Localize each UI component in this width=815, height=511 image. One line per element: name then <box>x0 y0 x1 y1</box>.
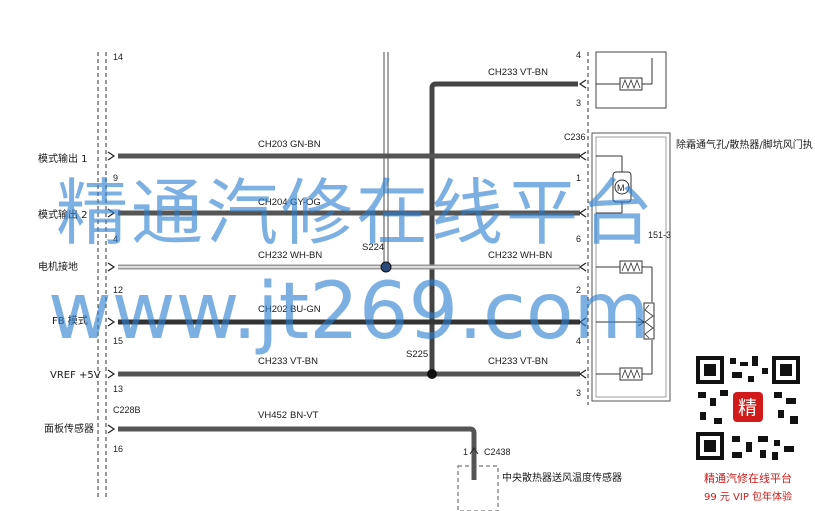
qr-caption-2: 99 元 VIP 包年体验 <box>703 492 793 503</box>
watermark-title: 精通汽修在线平台 <box>56 171 656 255</box>
right-wire-label-2: CH232 <box>488 250 518 261</box>
wire-label-vh452-color: BN-VT <box>290 410 319 421</box>
left-pin-4: 12 <box>113 285 123 295</box>
splice-s224 <box>380 261 392 273</box>
wire-label-ch204-color: GY-OG <box>290 197 321 208</box>
wire-label-ch202-color: BU-GN <box>290 304 321 315</box>
actuator-code: 151-3 <box>648 230 671 240</box>
label-fb-mode: FB 模式 <box>52 314 88 327</box>
right-pin-5: 2 <box>576 285 581 295</box>
label-vref: VREF +5V <box>50 370 101 381</box>
left-pin-3: 4 <box>113 234 118 244</box>
wire-label-ch233: CH233 <box>258 356 288 367</box>
top-margin <box>0 0 815 52</box>
right-pin-2: 3 <box>576 98 581 108</box>
wire-label-ch203: CH203 <box>258 139 288 150</box>
right-wire-label-1-color: VT-BN <box>520 67 548 78</box>
left-pin-7: 16 <box>113 444 123 454</box>
wire-label-ch202: CH202 <box>258 304 288 315</box>
right-pin-6: 4 <box>576 336 581 346</box>
actuator-outer-box <box>591 132 671 402</box>
qr-promo-card: 精 精通汽修在线平台 99 元 VIP 包年体验 <box>688 352 808 508</box>
potentiometer-wiper-icon <box>637 317 645 327</box>
upper-resistor-zigzag <box>621 78 641 90</box>
right-pin-7: 3 <box>576 388 581 398</box>
splice-s225 <box>427 369 437 379</box>
wire-label-ch232-color: WH-BN <box>290 250 322 261</box>
right-wire-label-3-color: VT-BN <box>520 356 548 367</box>
actuator-title: 除霜通气孔/散热器/脚坑风门执 <box>676 138 813 151</box>
sensor-connector-name: C2438 <box>484 447 511 457</box>
left-pin-6: 13 <box>113 384 123 394</box>
label-motor-ground: 电机接地 <box>38 260 78 273</box>
splice-label-s224: S224 <box>362 242 384 253</box>
right-arrows <box>578 79 587 379</box>
sensor-pin: 1 <box>463 447 468 457</box>
wire-label-ch204: CH204 <box>258 197 288 208</box>
left-connector-name: C228B <box>113 405 141 415</box>
label-mode-output-1: 模式输出 1 <box>38 152 88 165</box>
left-pin-1: 14 <box>113 52 123 62</box>
motor-icon <box>614 179 630 195</box>
qr-badge-text: 精 <box>738 397 757 419</box>
watermark-url: www.jt269.com <box>48 267 650 357</box>
right-pin-4: 6 <box>576 234 581 244</box>
sensor-arrow <box>469 447 479 455</box>
wire-vh452 <box>118 426 477 480</box>
splice-label-s225: S225 <box>406 349 428 360</box>
right-wire-label-2-color: WH-BN <box>520 250 552 261</box>
left-arrows <box>107 151 116 434</box>
motor-symbol: M <box>617 183 625 193</box>
right-wire-label-3: CH233 <box>488 356 518 367</box>
sensor-box <box>457 465 499 511</box>
right-wire-label-1: CH233 <box>488 67 518 78</box>
right-connector-name: C236 <box>564 132 586 142</box>
wire-label-ch232: CH232 <box>258 250 288 261</box>
left-pin-5: 15 <box>113 336 123 346</box>
qr-badge <box>733 392 763 422</box>
upper-component-box <box>595 51 667 109</box>
label-mode-output-2: 模式输出 2 <box>38 208 88 221</box>
vertical-wire-vref <box>429 81 578 374</box>
wire-label-ch203-color: GN-BN <box>290 139 321 150</box>
potentiometer <box>643 302 655 340</box>
label-panel-sensor: 面板传感器 <box>44 422 94 435</box>
qr-caption-1: 精通汽修在线平台 <box>704 472 792 485</box>
right-pin-1: 4 <box>576 50 581 60</box>
wire-label-vh452: VH452 <box>258 410 287 421</box>
qr-code: 精 <box>694 354 802 462</box>
right-pin-3: 1 <box>576 173 581 183</box>
left-pin-2: 9 <box>113 173 118 183</box>
wire-label-ch233-color: VT-BN <box>290 356 318 367</box>
sensor-title: 中央散热器送风温度传感器 <box>502 471 622 484</box>
